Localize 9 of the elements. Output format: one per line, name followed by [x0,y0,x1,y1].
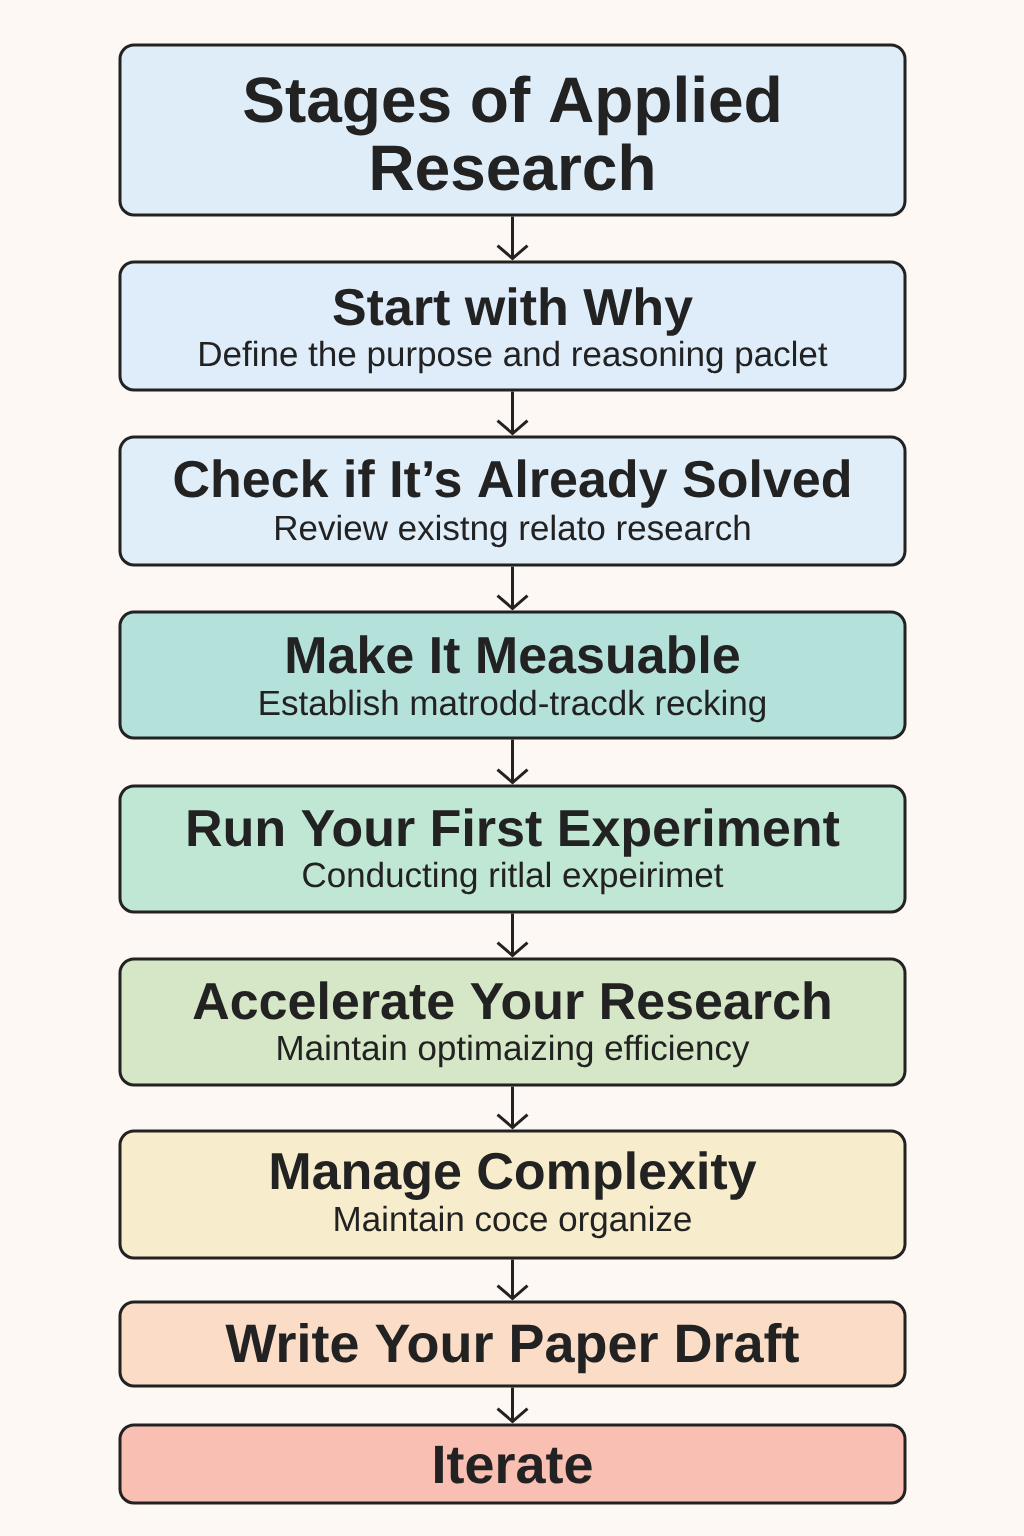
stage-box: Accelerate Your Research Maintain optimaizing efficiency [118,957,907,1087]
stage-box: Start with Why Define the purpose and reasoning paclet [118,260,907,392]
stage-box: Manage Complexity Maintain coce organize [118,1129,907,1260]
stage-box: Iterate [118,1423,907,1505]
stage-box: Write Your Paper Draft [118,1300,907,1388]
stage-box: Check if It’s Already Solved Review existng relato research [118,435,907,567]
stage-box: Stages of Applied Research [118,43,907,217]
stage-box: Run Your First Experiment Conducting ritlal expeirimet [118,784,907,914]
stage-box: Make It Measuable Establish matrodd-tracdk recking [118,610,907,740]
